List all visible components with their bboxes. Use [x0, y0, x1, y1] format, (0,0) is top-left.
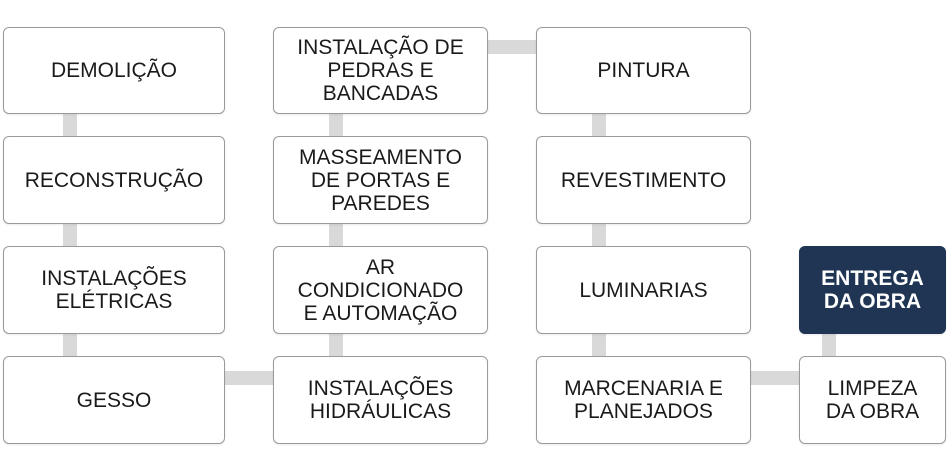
- step-marcenaria: MARCENARIA E PLANEJADOS: [536, 356, 751, 444]
- connector-eletricas-gesso: [63, 333, 77, 357]
- step-instalacoes-eletricas: INSTALAÇÕES ELÉTRICAS: [3, 246, 225, 334]
- connector-reconstrucao-eletricas: [63, 223, 77, 247]
- step-instalacoes-hidraulicas: INSTALAÇÕES HIDRÁULICAS: [273, 356, 488, 444]
- step-pedras-bancadas: INSTALAÇÃO DE PEDRAS E BANCADAS: [273, 27, 488, 114]
- connector-pintura-revestimento: [592, 113, 606, 137]
- connector-luminarias-marcenaria: [592, 333, 606, 357]
- step-ar-condicionado: AR CONDICIONADO E AUTOMAÇÃO: [273, 246, 488, 334]
- step-reconstrucao: RECONSTRUÇÃO: [3, 136, 225, 224]
- connector-limpeza-entrega: [822, 333, 836, 357]
- connector-masseamento-pedras: [329, 113, 343, 137]
- connector-revestimento-luminarias: [592, 223, 606, 247]
- connector-gesso-hidraulicas: [224, 371, 274, 385]
- connector-pedras-pintura: [487, 40, 537, 54]
- step-pintura: PINTURA: [536, 27, 751, 114]
- connector-hidraulicas-ar: [329, 333, 343, 357]
- connector-marcenaria-limpeza: [750, 371, 800, 385]
- step-masseamento: MASSEAMENTO DE PORTAS E PAREDES: [273, 136, 488, 224]
- step-luminarias: LUMINARIAS: [536, 246, 751, 334]
- step-revestimento: REVESTIMENTO: [536, 136, 751, 224]
- step-gesso: GESSO: [3, 356, 225, 444]
- step-demolicao: DEMOLIÇÃO: [3, 27, 225, 114]
- connector-demolicao-reconstrucao: [63, 113, 77, 137]
- step-limpeza: LIMPEZA DA OBRA: [799, 356, 946, 444]
- connector-ar-masseamento: [329, 223, 343, 247]
- step-entrega-final: ENTREGA DA OBRA: [799, 246, 946, 334]
